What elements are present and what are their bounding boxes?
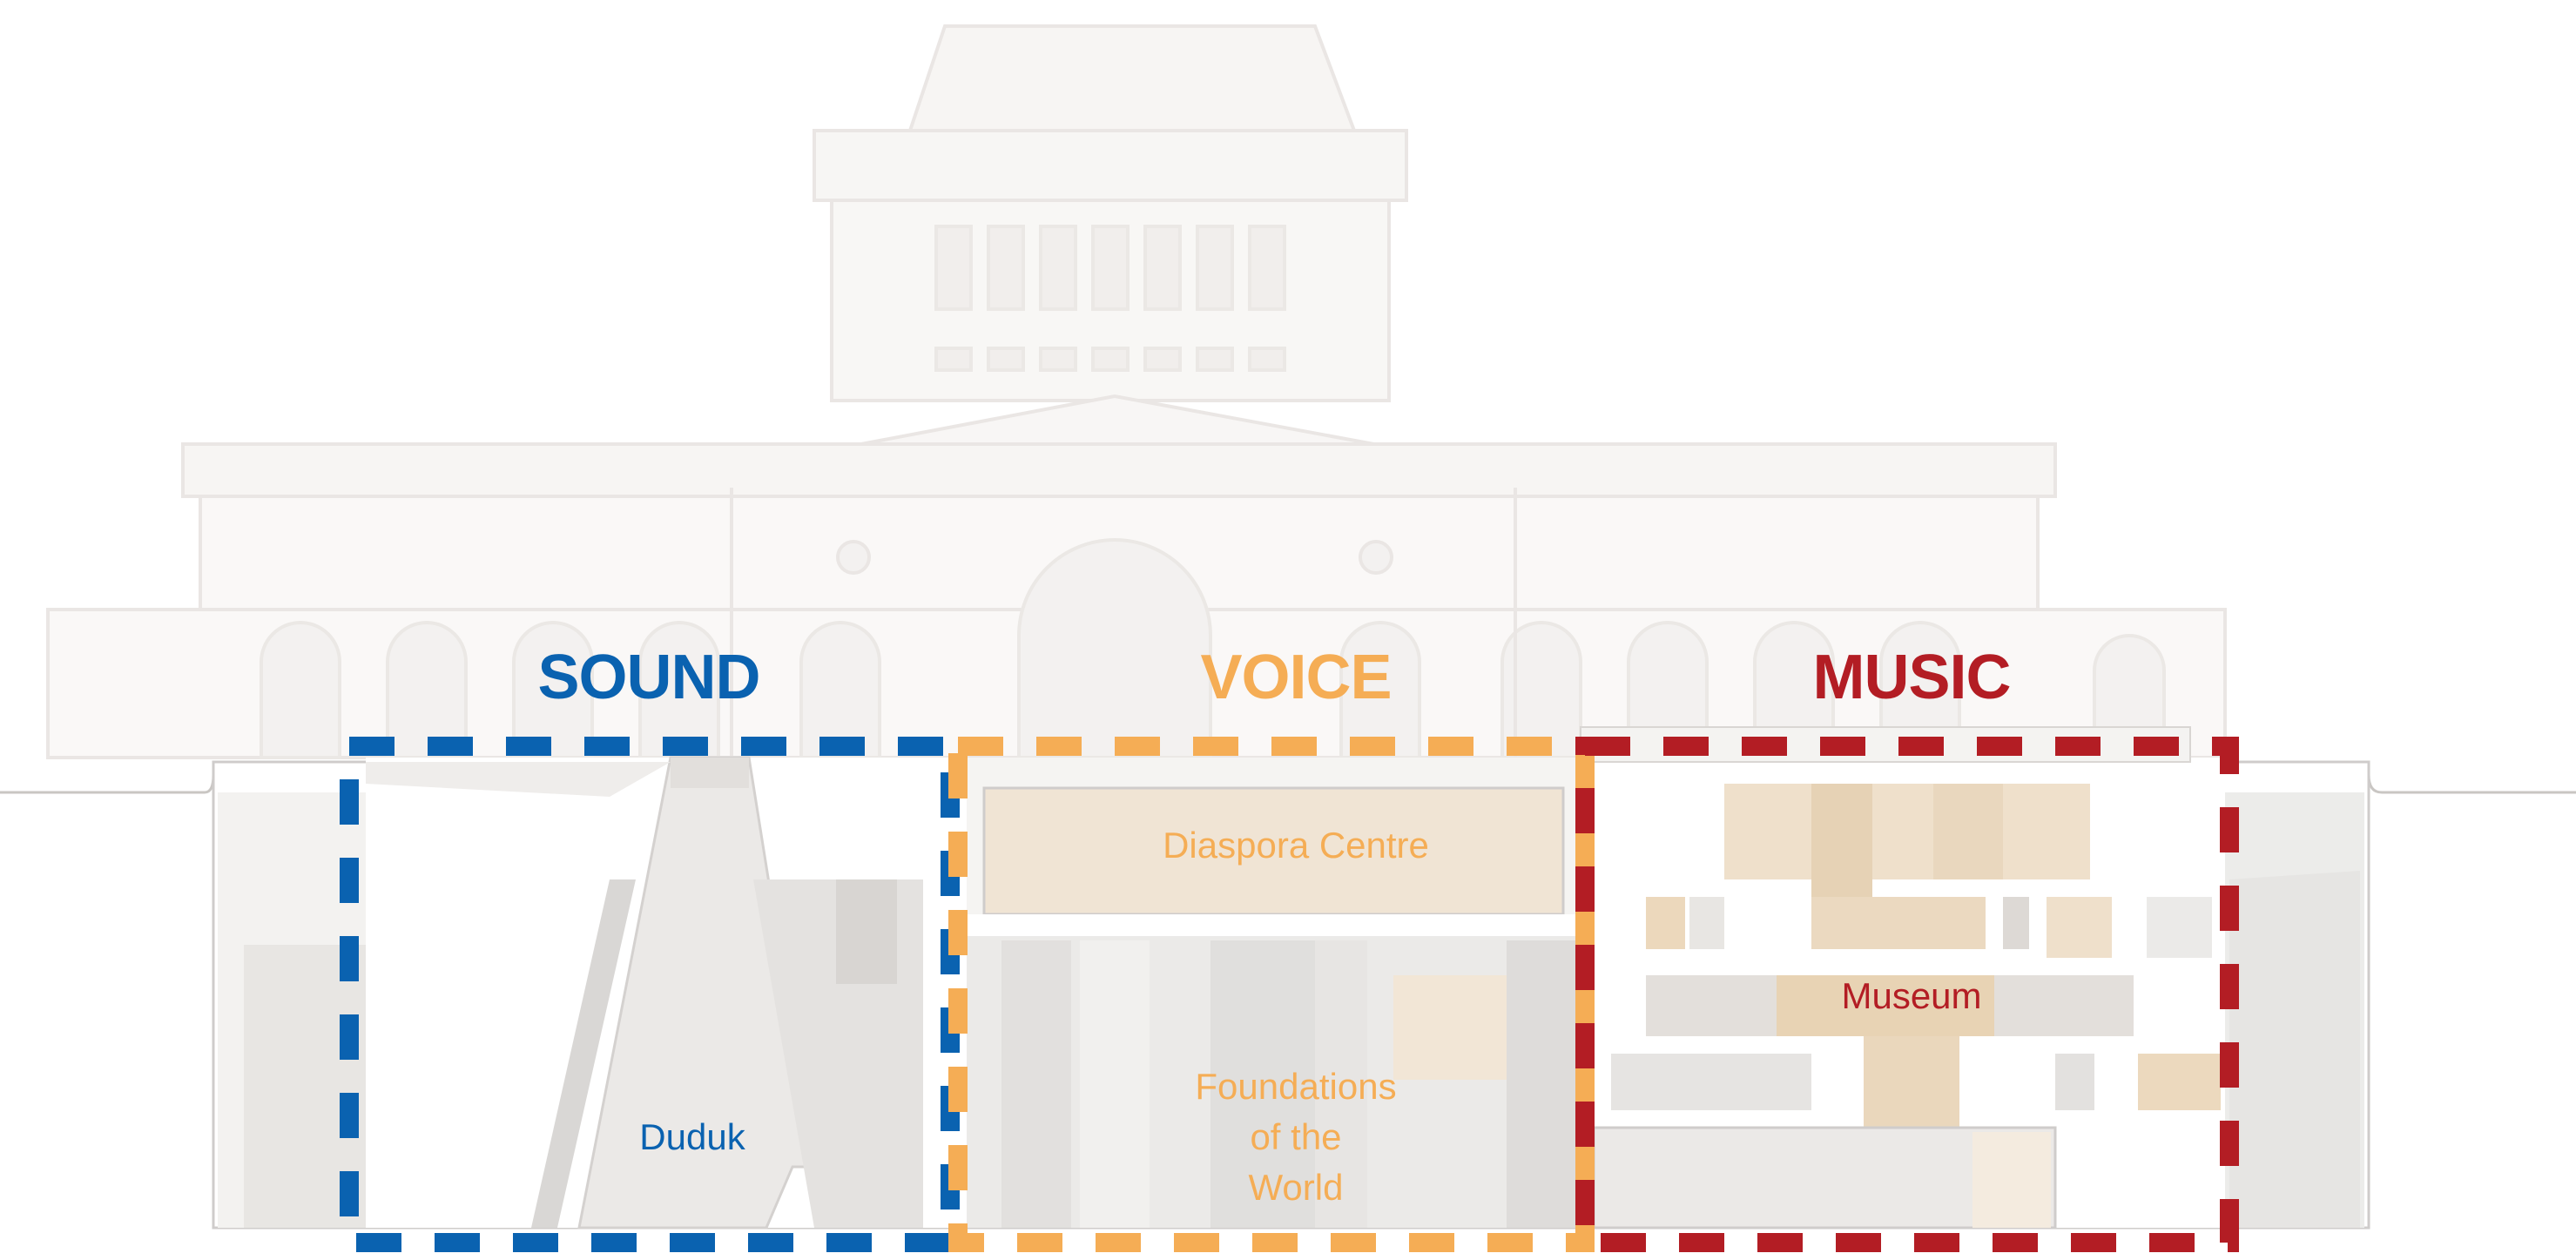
music-heading: MUSIC [1813, 643, 2011, 712]
section-outlines [340, 737, 2239, 1252]
duduk-label: Duduk [639, 1116, 745, 1157]
diaspora-centre-label: Diaspora Centre [1163, 825, 1429, 866]
voice-zone-outline [948, 737, 1595, 1252]
museum-label: Museum [1841, 975, 1981, 1016]
sound-heading: SOUND [537, 643, 759, 712]
underground-section [212, 726, 2370, 1230]
voice-heading: VOICE [1200, 643, 1391, 712]
foundations-label-line3: World [1249, 1167, 1344, 1208]
foundations-label-line2: of the [1250, 1116, 1341, 1157]
museum-facade-background [46, 24, 2227, 759]
music-zone-outline [1575, 737, 2239, 1252]
foundations-label-line1: Foundations [1195, 1066, 1396, 1107]
